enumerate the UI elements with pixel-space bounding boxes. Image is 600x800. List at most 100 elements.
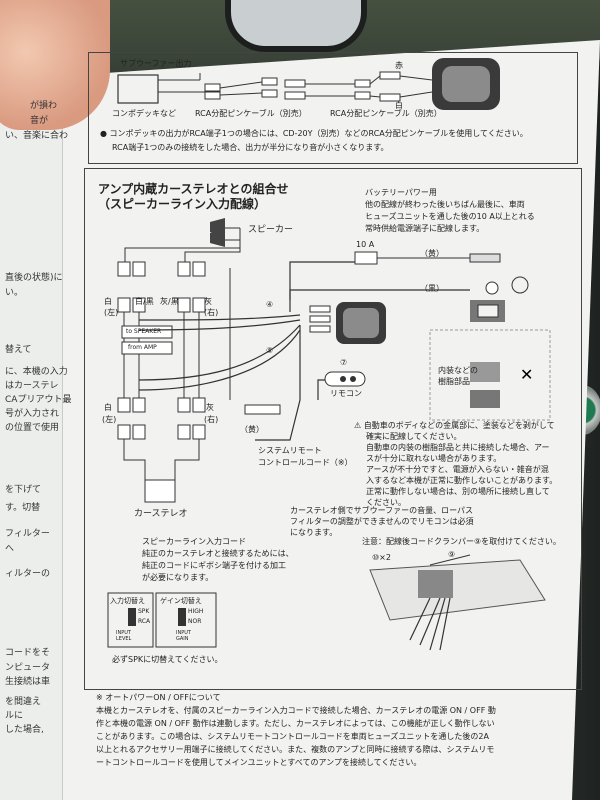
cord-number: ⑦ bbox=[340, 358, 348, 367]
left-fragment: に、本機の入力 bbox=[5, 367, 68, 377]
left-fragment: す。切替 bbox=[5, 503, 41, 513]
top-panel bbox=[88, 52, 578, 164]
wire-color-label: (左) bbox=[102, 415, 117, 424]
rca-cable-label: RCA分配ピンケーブル（別売） bbox=[195, 109, 307, 118]
left-fragment: CAプリアウト最 bbox=[5, 395, 72, 405]
ground-note: 自動車の内装の樹脂部品と共に接続した場合、アー bbox=[366, 443, 550, 452]
footer-line: 作と本機の電源 ON / OFF 動作は連動します。ただし、カーステレオによって… bbox=[96, 719, 495, 728]
yellow-label: （黄） bbox=[420, 249, 444, 258]
high-gain-option[interactable]: HIGH bbox=[188, 608, 204, 615]
system-remote-label: システムリモート bbox=[258, 446, 322, 455]
speaker-label: スピーカー bbox=[248, 225, 294, 235]
clamper-note: 注意：配線後コードクランパー⑨を取付けてください。 bbox=[362, 537, 561, 546]
subwoofer-out-label: サブウーファー出力 bbox=[120, 59, 192, 68]
system-remote-label: コントロールコード（※） bbox=[258, 458, 353, 467]
top-note: RCA端子1つのみの接続をした場合、出力が半分になり音が小さくなります。 bbox=[112, 143, 389, 152]
sub-adjust-note: カーステレオ側でサブウーファーの音量、ローパス bbox=[290, 506, 474, 515]
car-stereo-label: カーステレオ bbox=[134, 509, 188, 519]
sub-adjust-note: になります。 bbox=[290, 528, 338, 537]
left-fragment: が損わ bbox=[30, 101, 58, 111]
from-amp-label: from AMP bbox=[128, 344, 157, 351]
left-fragment: コードをそ bbox=[5, 648, 51, 658]
red-label: 赤 bbox=[395, 61, 403, 70]
spk-switch-option[interactable]: SPK bbox=[138, 608, 150, 615]
wire-color-label: 白 (左) bbox=[104, 297, 119, 317]
battery-note: ヒューズユニットを通した後の10 A以上とれる bbox=[365, 212, 535, 221]
sub-adjust-note: フィルターの調整ができませんのでリモコンは必須 bbox=[290, 517, 474, 526]
left-fragment: ルに bbox=[5, 711, 24, 721]
left-fragment: い、音楽に合わ bbox=[5, 131, 69, 141]
input-level-label: INPUT LEVEL bbox=[116, 630, 132, 642]
footer-line: ※ オートパワーON / OFFについて bbox=[96, 693, 221, 702]
left-fragment: 直後の状態)に bbox=[5, 273, 63, 283]
cord-number: ④ bbox=[266, 300, 274, 309]
ground-note: ください。 bbox=[366, 498, 406, 507]
ground-note: スが十分に取れない場合があります。 bbox=[366, 454, 502, 463]
wire-color-label: (右) bbox=[204, 415, 219, 424]
left-fragment: を間違え bbox=[5, 697, 42, 707]
left-fragment: の位置で使用 bbox=[5, 423, 60, 433]
interior-label: 内装などの bbox=[438, 366, 478, 375]
spk-switch-note: 必ずSPKに切替えてください。 bbox=[112, 655, 223, 664]
input-gain-label: INPUT GAIN bbox=[176, 630, 191, 642]
battery-note: バッテリーパワー用 bbox=[365, 188, 437, 197]
rearview-mirror bbox=[225, 0, 367, 52]
footer-line: 本機とカーステレオを、付属のスピーカーライン入力コードで接続した場合、カーステレ… bbox=[96, 706, 496, 715]
yellow-label: （黄） bbox=[240, 425, 264, 434]
rca-switch-option[interactable]: RCA bbox=[138, 618, 151, 625]
ground-note: アースが不十分ですと、電源が入らない・雑音が混 bbox=[366, 465, 549, 474]
section-title: アンプ内蔵カーステレオとの組合せ bbox=[98, 182, 289, 196]
gain-switch-label: ゲイン切替え bbox=[160, 597, 202, 605]
top-note: ● コンポデッキの出力がRCA端子1つの場合には、CD-20Y（別売）などのRC… bbox=[100, 129, 528, 138]
white-label: 白 bbox=[395, 101, 403, 110]
left-fragment: 替えて bbox=[5, 345, 32, 355]
wire-color-label: 白 bbox=[104, 403, 112, 412]
compo-deck-label: コンポデッキなど bbox=[112, 109, 176, 118]
left-fragment: を下げて bbox=[5, 485, 42, 495]
left-fragment: い。 bbox=[5, 288, 24, 298]
cord-number: ⑤ bbox=[266, 346, 274, 355]
wire-color-label: 灰/黒 bbox=[160, 297, 179, 306]
footer-line: ことがあります。この場合は、システムリモートコントロールコードを車両ヒューズユニ… bbox=[96, 732, 489, 741]
clamper-number: ⑨ bbox=[448, 550, 456, 559]
wire-color-label: 灰 bbox=[206, 403, 214, 412]
section-subtitle: （スピーカーライン入力配線） bbox=[98, 197, 267, 211]
nor-gain-option[interactable]: NOR bbox=[188, 618, 202, 625]
footer-line: 以上とれるアクセサリー用端子に接続してください。また、複数のアンプと同時に接続す… bbox=[96, 745, 495, 754]
to-speaker-label: to SPEAKER bbox=[126, 328, 162, 335]
left-fragment: へ bbox=[5, 544, 15, 554]
main-panel bbox=[84, 168, 582, 690]
footer-line: ートコントロールコードを使用してメインユニットとすべてのアンプを接続してください… bbox=[96, 758, 422, 767]
left-page bbox=[0, 60, 63, 800]
spk-cord-note: が必要になります。 bbox=[142, 573, 214, 582]
left-fragment: 音が bbox=[30, 116, 49, 126]
left-fragment: 生接続は車 bbox=[5, 677, 51, 687]
left-fragment: ンピュータ bbox=[5, 663, 51, 673]
left-fragment: ィルターの bbox=[5, 569, 51, 579]
input-switch-label: 入力切替え bbox=[110, 597, 145, 605]
ground-note: 正常に動作しない場合は、別の場所に接続し直して bbox=[366, 487, 550, 496]
wire-color-label: 灰 (右) bbox=[204, 297, 219, 317]
left-fragment: はカーステレ bbox=[5, 381, 59, 391]
remote-label: リモコン bbox=[330, 389, 362, 398]
battery-note: 他の配線が終わった後いちばん最後に、車両 bbox=[365, 200, 525, 209]
spk-cord-note: 純正のコードにギボシ端子を付ける加工 bbox=[142, 561, 286, 570]
thumb bbox=[0, 0, 110, 130]
wire-color-label: 白/黒 bbox=[135, 297, 154, 306]
clamper-count: ⑩×2 bbox=[372, 553, 391, 562]
spk-cord-note: 純正のカーステレオと接続するためには、 bbox=[142, 549, 294, 558]
battery-note: 常時供給電源端子に配線します。 bbox=[365, 224, 485, 233]
left-fragment: 号が入力され bbox=[5, 409, 60, 419]
spk-cord-note: スピーカーライン入力コード bbox=[142, 537, 246, 546]
ground-note: 入するなど本機が正常に動作しないことがあります。 bbox=[366, 476, 558, 485]
ground-note: ⚠ 自動車のボディなどの金属部に、塗装などを剥がして bbox=[354, 421, 555, 430]
interior-label: 樹脂部品 bbox=[438, 377, 470, 386]
black-label: （黒） bbox=[420, 284, 444, 293]
ground-note: 確実に配線してください。 bbox=[366, 432, 462, 441]
left-fragment: フィルター bbox=[5, 529, 50, 539]
svg-text:✕: ✕ bbox=[520, 365, 533, 384]
fuse-label: 10 A bbox=[356, 240, 375, 249]
left-fragment: した場合, bbox=[5, 725, 44, 735]
